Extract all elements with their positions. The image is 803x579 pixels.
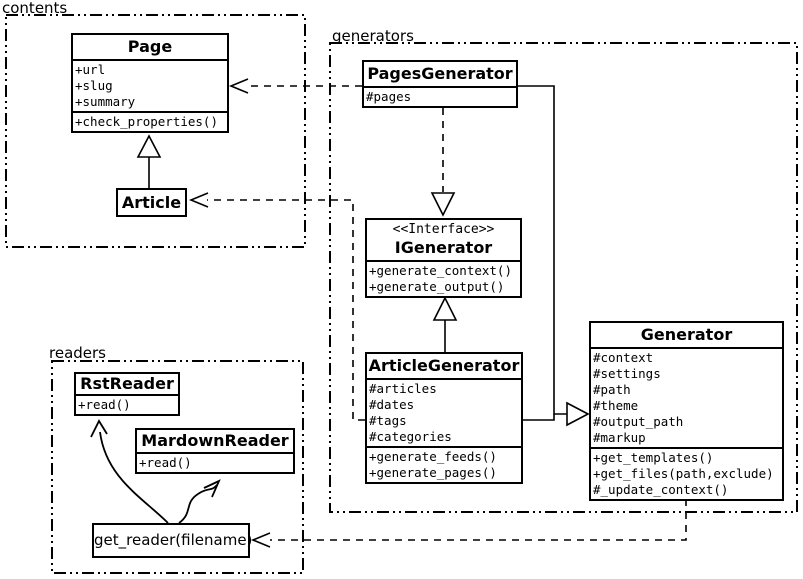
package-border-readers xyxy=(51,360,304,574)
attributes-section: #pages xyxy=(364,86,516,106)
method-row: +generate_output() xyxy=(369,279,505,294)
attribute-row: +slug xyxy=(75,78,113,93)
attribute-row: #output_path xyxy=(593,414,684,429)
arrow-generator-uses-getreader xyxy=(250,499,687,548)
attribute-row: #theme xyxy=(593,398,639,413)
class-name-rstreader: RstReader xyxy=(80,374,174,393)
attribute-row: #context xyxy=(593,350,654,365)
package-label-contents: contents xyxy=(2,0,68,17)
attributes-section: +url +slug +summary xyxy=(73,59,227,111)
class-name-pagesgenerator: PagesGenerator xyxy=(367,64,513,83)
class-name-articlegenerator: ArticleGenerator xyxy=(368,356,520,375)
attribute-row: #path xyxy=(593,382,631,397)
attribute-row: #tags xyxy=(369,413,407,428)
method-row: +get_templates() xyxy=(593,450,714,465)
attribute-row: #markup xyxy=(593,430,646,445)
arrow-pagesgenerator-realizes-igenerator xyxy=(430,108,456,217)
attribute-row: #categories xyxy=(369,429,452,444)
class-name-article: Article xyxy=(121,193,182,212)
attribute-row: +summary xyxy=(75,94,136,109)
methods-section: +read() xyxy=(76,394,178,414)
attributes-section: #context #settings #path #theme #output_… xyxy=(591,347,782,447)
arrow-articlegenerator-uses-article xyxy=(188,192,365,421)
class-box-pagesgenerator: PagesGenerator #pages xyxy=(362,60,518,108)
class-box-article: Article xyxy=(116,188,187,217)
package-border-generators xyxy=(329,42,798,513)
arrow-generators-inherit-generator xyxy=(518,85,590,427)
attribute-row: #dates xyxy=(369,397,415,412)
method-row: +get_files(path,exclude) xyxy=(593,466,774,481)
package-label-generators: generators xyxy=(332,27,414,45)
method-row: #_update_context() xyxy=(593,482,729,497)
stereotype-interface: <<Interface>> xyxy=(392,222,495,237)
arrow-getreader-to-mardownreader xyxy=(178,479,221,524)
class-name-mardownreader: MardownReader xyxy=(141,431,289,450)
class-box-igenerator: <<Interface>> IGenerator +generate_conte… xyxy=(365,218,522,298)
class-box-rstreader: RstReader +read() xyxy=(74,372,180,416)
methods-section: +generate_feeds() +generate_pages() xyxy=(367,446,521,482)
package-label-readers: readers xyxy=(49,344,106,362)
methods-section: +get_templates() +get_files(path,exclude… xyxy=(591,447,782,499)
class-name-generator: Generator xyxy=(640,325,733,344)
method-row: +generate_feeds() xyxy=(369,449,497,464)
arrow-getreader-to-rstreader xyxy=(90,419,169,524)
arrow-articlegenerator-inherits-igenerator xyxy=(432,296,458,352)
function-box-get-reader: get_reader(filename) xyxy=(92,523,252,558)
methods-section: +generate_context() +generate_output() xyxy=(367,260,520,296)
class-name-page: Page xyxy=(127,37,173,56)
attribute-row: +url xyxy=(75,62,106,77)
class-box-generator: Generator #context #settings #path #them… xyxy=(589,321,784,501)
method-row: +read() xyxy=(78,397,131,412)
attributes-section: #articles #dates #tags #categories xyxy=(367,378,521,446)
class-box-page: Page +url +slug +summary +check_properti… xyxy=(71,33,229,133)
attribute-row: #articles xyxy=(369,381,437,396)
method-row: +generate_pages() xyxy=(369,465,497,480)
methods-section: +check_properties() xyxy=(73,111,227,131)
package-border-contents xyxy=(5,14,306,248)
attribute-row: #settings xyxy=(593,366,661,381)
class-box-articlegenerator: ArticleGenerator #articles #dates #tags … xyxy=(365,352,523,484)
methods-section: +read() xyxy=(137,452,293,472)
arrow-article-inherits-page xyxy=(136,134,162,188)
method-row: +read() xyxy=(139,455,192,470)
arrow-pagesgenerator-uses-page xyxy=(228,78,362,94)
method-row: +check_properties() xyxy=(75,114,218,129)
attribute-row: #pages xyxy=(366,89,412,104)
method-row: +generate_context() xyxy=(369,263,512,278)
class-name-igenerator: IGenerator xyxy=(394,238,493,257)
class-box-mardownreader: MardownReader +read() xyxy=(135,428,295,474)
